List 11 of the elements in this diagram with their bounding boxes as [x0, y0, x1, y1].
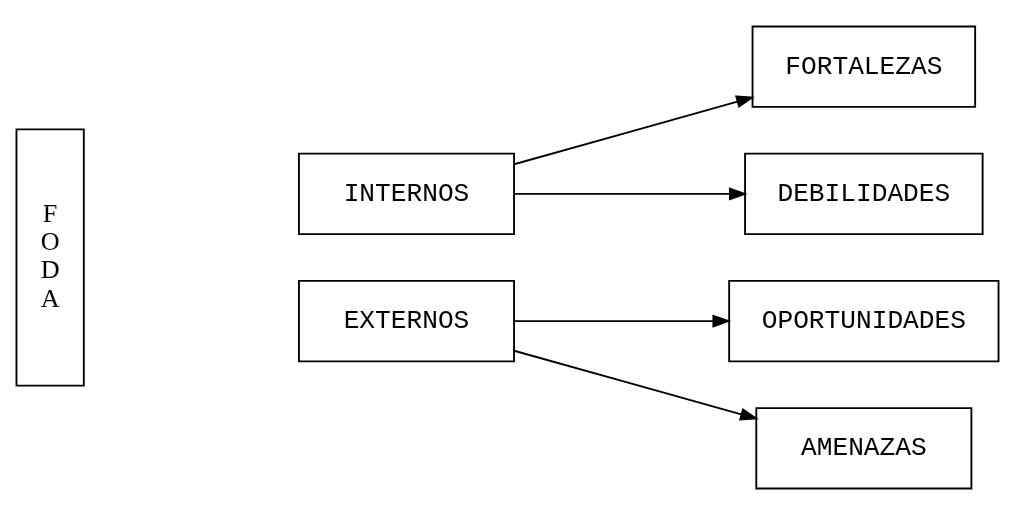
node-box: OPORTUNIDADES: [728, 279, 1000, 362]
node-box: INTERNOS: [298, 152, 515, 235]
arrow: [513, 314, 732, 328]
node-box: EXTERNOS: [298, 279, 515, 362]
node-box: AMENAZAS: [755, 406, 973, 489]
arrow: [513, 186, 748, 200]
arrow: [513, 349, 759, 421]
node-box: FORTALEZAS: [751, 25, 977, 108]
arrow: [513, 95, 755, 165]
node-box: DEBILIDADES: [744, 152, 984, 235]
node-box: FODA: [15, 127, 85, 387]
